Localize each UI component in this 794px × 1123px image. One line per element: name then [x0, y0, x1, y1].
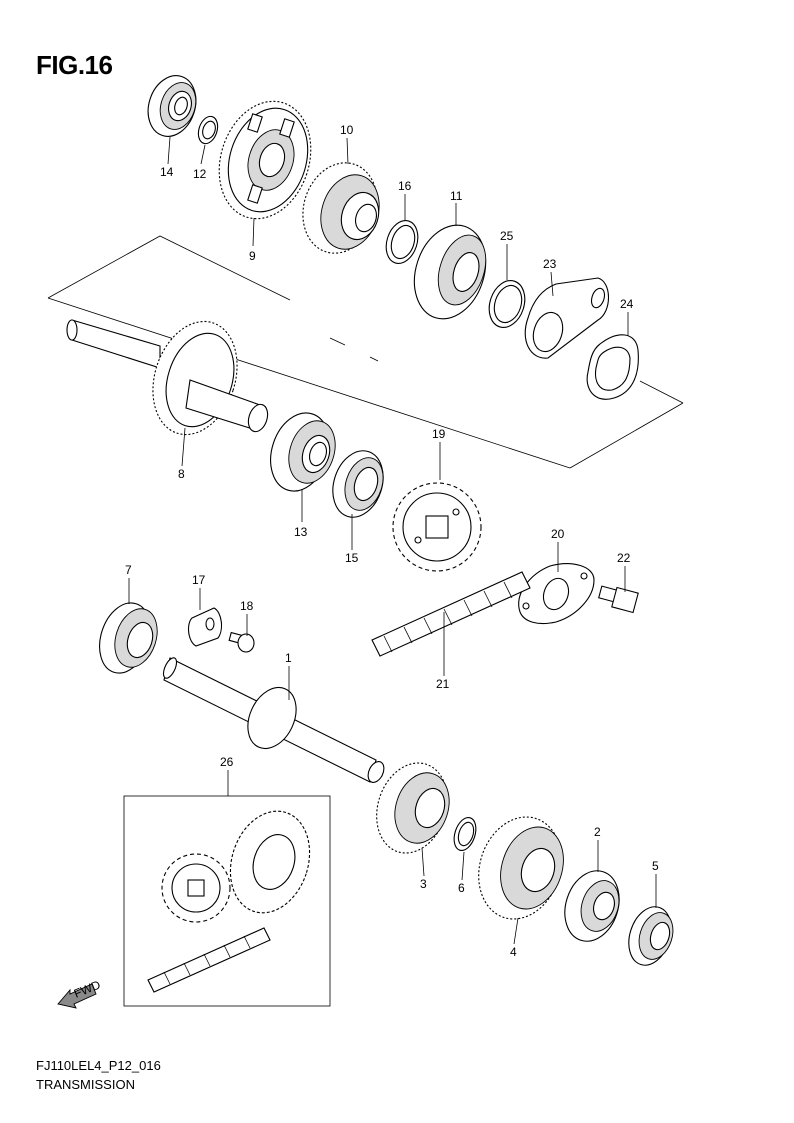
- part-label-20: 20: [551, 527, 565, 541]
- mainshaft-part-1: [162, 657, 385, 783]
- part-label-5: 5: [652, 859, 659, 873]
- part-label-24: 24: [620, 297, 634, 311]
- bearing-part-5: [628, 906, 674, 966]
- part-label-22: 22: [617, 551, 631, 565]
- part-label-16: 16: [398, 179, 412, 193]
- part-label-1: 1: [285, 651, 292, 665]
- countershaft-part-8: [66, 319, 269, 436]
- gasket-part-24: [586, 334, 639, 400]
- gear-part-2: [564, 870, 620, 942]
- part-label-4: 4: [510, 945, 517, 959]
- chain-part-21: [371, 571, 531, 657]
- part-label-3: 3: [420, 877, 427, 891]
- gear-part-4: [478, 816, 564, 920]
- circlip-part-25: [488, 280, 526, 328]
- part-label-14: 14: [160, 165, 174, 179]
- part-label-6: 6: [458, 881, 465, 895]
- gear-part-3: [376, 762, 450, 854]
- part-labels: 14 12 9 10 16 11 25 23 24 8 13 15 19 20 …: [125, 123, 659, 959]
- part-label-13: 13: [294, 525, 308, 539]
- washer-part-12: [197, 115, 219, 145]
- part-label-15: 15: [345, 551, 359, 565]
- part-label-25: 25: [500, 229, 514, 243]
- part-label-21: 21: [436, 677, 450, 691]
- screw-part-18: [228, 631, 255, 653]
- part-label-2: 2: [594, 825, 601, 839]
- bolt-part-22: [598, 585, 639, 614]
- figure-title: FIG.16: [36, 50, 113, 80]
- bearing-part-14: [147, 75, 197, 137]
- gear-part-11: [413, 224, 487, 320]
- gear-part-9: [218, 100, 312, 220]
- bearing-part-7: [99, 602, 158, 674]
- fwd-arrow-icon: FWD: [57, 977, 103, 1009]
- part-label-7: 7: [125, 563, 132, 577]
- retainer-part-20: [518, 563, 595, 625]
- washer-part-6: [453, 816, 477, 852]
- gear-part-10: [302, 162, 380, 254]
- sprocket-part-19: [392, 482, 482, 572]
- plate-part-17: [187, 607, 223, 647]
- part-label-8: 8: [178, 467, 185, 481]
- part-label-17: 17: [192, 573, 206, 587]
- part-label-12: 12: [193, 167, 207, 181]
- part-label-23: 23: [543, 257, 557, 271]
- oil-seal-part-15: [332, 450, 384, 518]
- leader-lines: [128, 136, 657, 945]
- plate-part-23: [524, 277, 610, 359]
- circlip-part-16: [385, 220, 419, 264]
- part-label-10: 10: [340, 123, 354, 137]
- countershaft-frame: [47, 235, 684, 469]
- diagram-code: FJ110LEL4_P12_016: [36, 1058, 161, 1073]
- diagram-title: TRANSMISSION: [36, 1077, 135, 1092]
- part-label-19: 19: [432, 427, 446, 441]
- part-label-18: 18: [240, 599, 254, 613]
- part-label-26: 26: [220, 755, 234, 769]
- part-label-9: 9: [249, 249, 256, 263]
- part-label-11: 11: [450, 189, 463, 203]
- bearing-part-13: [270, 412, 336, 492]
- kit-box-part-26: [123, 795, 331, 1007]
